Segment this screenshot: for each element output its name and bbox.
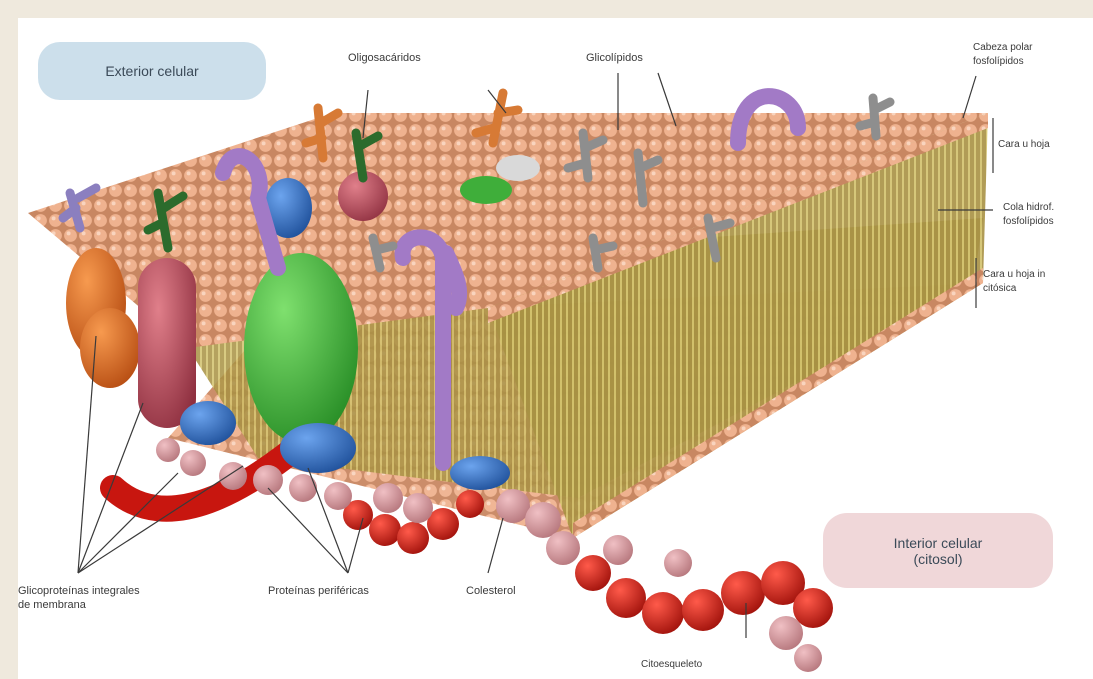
label-proteinas-perifericas: Proteínas periféricas [268,584,369,598]
label-cabeza-polar: Cabeza polar fosfolípidos [973,41,1032,69]
label-oligosacaridos: Oligosacáridos [348,51,421,65]
interior-label: Interior celular (citosol) [823,513,1053,588]
exterior-label: Exterior celular [38,42,266,100]
label-glicolipidos: Glicolípidos [586,51,643,65]
label-cola: Cola hidrof. fosfolípidos [1003,201,1054,229]
interior-label-line1: Interior celular [894,535,983,551]
label-citoesqueleto: Citoesqueleto [641,658,702,672]
label-cara-hoja-exterior: Cara u hoja [998,138,1050,152]
label-glicoproteinas: Glicoproteínas integrales de membrana [18,584,140,612]
diagram-frame: Exterior celular Interior celular (citos… [18,18,1093,679]
label-cara-hoja-interior: Cara u hoja in citósica [983,268,1045,296]
interior-label-line2: (citosol) [913,551,962,567]
label-colesterol: Colesterol [466,584,516,598]
